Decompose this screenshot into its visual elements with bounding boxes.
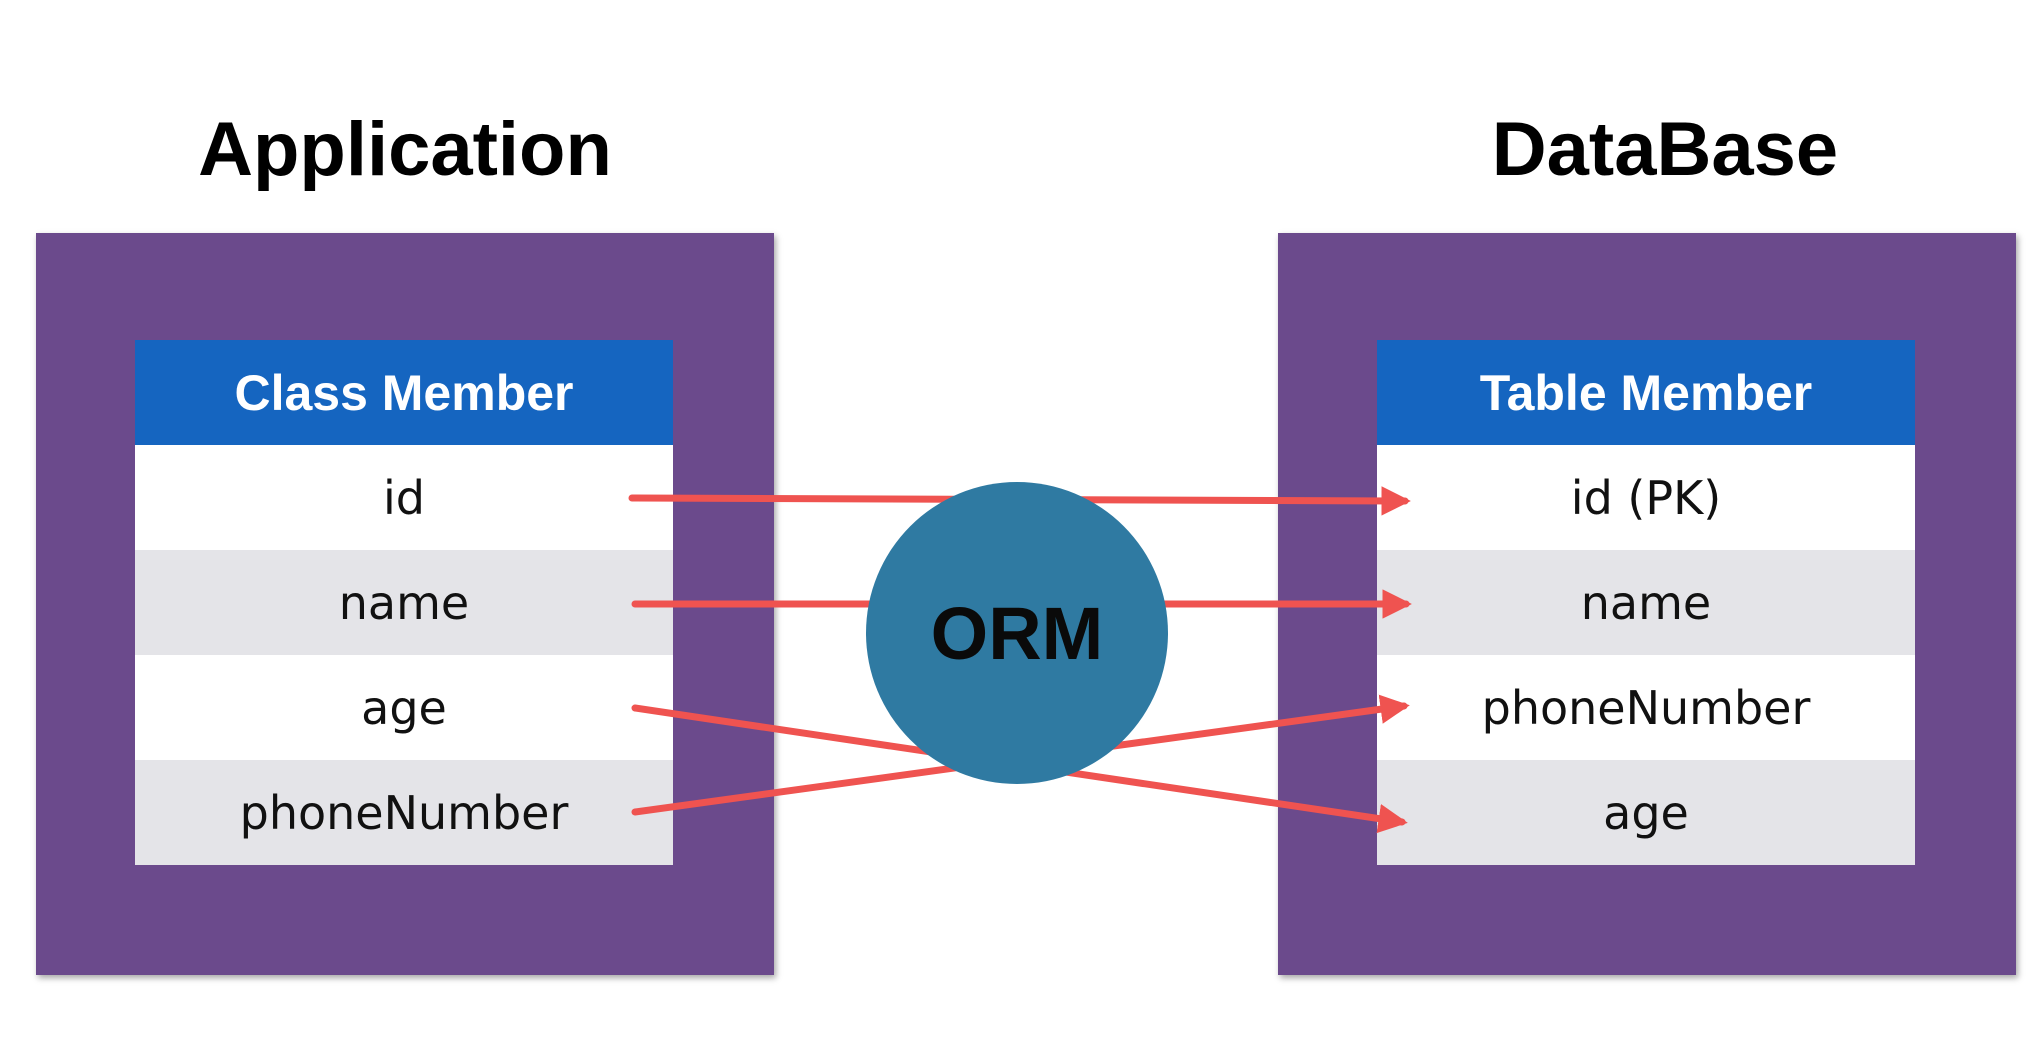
table-member-table: Table Member id (PK) name phoneNumber ag… [1377,340,1915,865]
database-panel: Table Member id (PK) name phoneNumber ag… [1278,233,2016,975]
db-row-age: age [1377,760,1915,865]
class-row-name: name [135,550,673,655]
database-title: DataBase [1491,107,1839,192]
orm-label: ORM [930,591,1104,675]
application-title: Application [198,107,612,192]
db-row-name: name [1377,550,1915,655]
application-panel: Class Member id name age phoneNumber [36,233,774,975]
class-member-table: Class Member id name age phoneNumber [135,340,673,865]
db-row-phonenumber: phoneNumber [1377,655,1915,760]
orm-circle: ORM [866,482,1168,784]
table-member-header: Table Member [1377,340,1915,445]
class-row-phonenumber: phoneNumber [135,760,673,865]
class-member-header: Class Member [135,340,673,445]
db-row-id-pk: id (PK) [1377,445,1915,550]
class-row-age: age [135,655,673,760]
class-row-id: id [135,445,673,550]
